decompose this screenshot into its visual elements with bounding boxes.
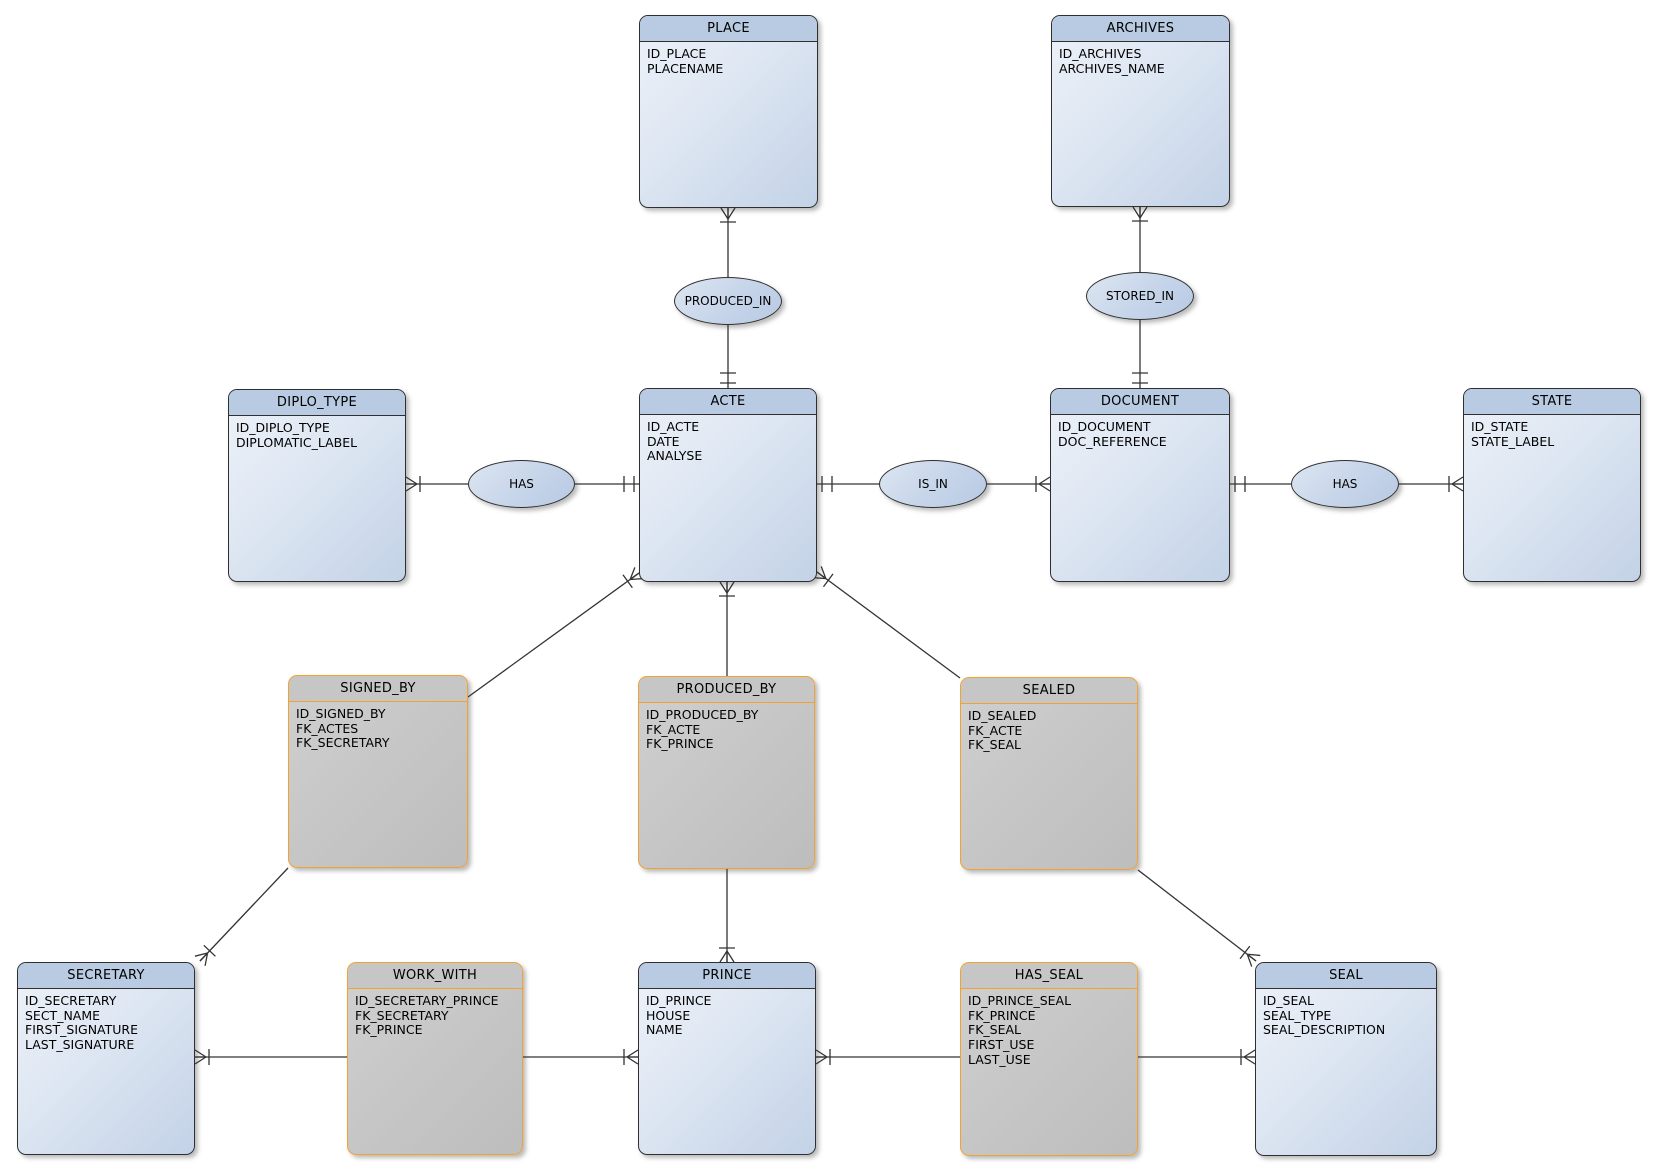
entity-attribute: NAME [646, 1022, 683, 1038]
entity-attribute: PLACENAME [647, 60, 724, 76]
entity-attribute: ID_ARCHIVES [1059, 46, 1142, 61]
entity-attribute: ID_PLACE [647, 46, 707, 61]
entity-attribute: FK_ACTE [646, 721, 701, 737]
relationship-is-in[interactable]: IS_IN [879, 460, 987, 508]
entity-title: SEALED [961, 678, 1137, 704]
relationship-label: IS_IN [918, 477, 948, 491]
entity-title: SIGNED_BY [289, 676, 467, 702]
entity-attribute: LAST_SIGNATURE [25, 1037, 135, 1053]
entity-title: PLACE [640, 16, 817, 42]
entity-attribute: DATE [647, 433, 680, 449]
relationship-label: HAS [1332, 477, 1358, 491]
entity-attribute: FK_ACTES [296, 720, 359, 736]
entity-attribute: ARCHIVES_NAME [1059, 60, 1165, 76]
entity-attribute: DOC_REFERENCE [1058, 433, 1167, 449]
entity-attribute: ID_SEAL [1263, 993, 1314, 1008]
entity-attribute: FK_PRINCE [646, 736, 714, 752]
entity-title: SECRETARY [18, 963, 194, 989]
entity-title: DOCUMENT [1051, 389, 1229, 415]
connector-sealed-seal [1137, 869, 1261, 967]
entity-attribute: ID_SECRETARY [25, 993, 117, 1008]
relationship-label: PRODUCED_IN [684, 294, 772, 308]
entity-attribute: FIRST_SIGNATURE [25, 1022, 138, 1038]
entity-title: PRINCE [639, 963, 815, 989]
relationship-stored-in[interactable]: STORED_IN [1086, 272, 1194, 320]
entity-attribute: DIPLOMATIC_LABEL [236, 434, 358, 450]
entity-attribute: FK_ACTE [968, 722, 1023, 738]
relationship-label: STORED_IN [1105, 289, 1175, 303]
entity-title: SEAL [1256, 963, 1436, 989]
entity-attribute: ID_ACTE [647, 419, 700, 434]
connector-sealed-acte [812, 566, 961, 679]
entity-title: HAS_SEAL [961, 963, 1137, 989]
entity-attribute: ID_SEALED [968, 708, 1037, 723]
relationship-has-document-state[interactable]: HAS [1291, 460, 1399, 508]
entity-attribute: ID_DIPLO_TYPE [236, 420, 330, 435]
connector-signed-by-acte [467, 567, 644, 698]
entity-attribute: LAST_USE [968, 1051, 1031, 1067]
entity-attribute: SECT_NAME [25, 1007, 101, 1023]
entity-attribute: ID_PRINCE [646, 993, 712, 1008]
entity-attribute: FK_PRINCE [968, 1007, 1036, 1023]
relationship-produced-in[interactable]: PRODUCED_IN [674, 277, 782, 325]
relationship-has-diplo-type-acte[interactable]: HAS [468, 460, 575, 508]
entity-title: ACTE [640, 389, 816, 415]
entity-attribute: FK_PRINCE [355, 1022, 423, 1038]
entity-attribute: FK_SEAL [968, 737, 1021, 753]
entity-attribute: FIRST_USE [968, 1037, 1035, 1053]
entity-attribute: ANALYSE [647, 448, 703, 464]
connector-signed-by-secretary [194, 867, 289, 966]
entity-attribute: ID_SECRETARY_PRINCE [355, 993, 499, 1008]
entity-attribute: FK_SECRETARY [355, 1007, 449, 1023]
entity-attribute: FK_SEAL [968, 1022, 1021, 1038]
entity-title: DIPLO_TYPE [229, 390, 405, 416]
entity-attribute: FK_SECRETARY [296, 735, 390, 751]
entity-title: WORK_WITH [348, 963, 522, 989]
entity-title: PRODUCED_BY [639, 677, 814, 703]
entity-attribute: ID_STATE [1471, 419, 1529, 434]
entity-attribute: SEAL_TYPE [1263, 1007, 1332, 1023]
entity-attribute: ID_SIGNED_BY [296, 706, 386, 721]
entity-attribute: ID_PRINCE_SEAL [968, 993, 1072, 1008]
entity-attribute: ID_DOCUMENT [1058, 419, 1151, 434]
entity-title: STATE [1464, 389, 1640, 415]
entity-attribute: STATE_LABEL [1471, 433, 1555, 449]
entity-attribute: HOUSE [646, 1007, 691, 1023]
entity-attribute: ID_PRODUCED_BY [646, 707, 759, 722]
entity-attribute: SEAL_DESCRIPTION [1263, 1022, 1386, 1038]
relationship-label: HAS [509, 477, 534, 491]
entity-title: ARCHIVES [1052, 16, 1229, 42]
